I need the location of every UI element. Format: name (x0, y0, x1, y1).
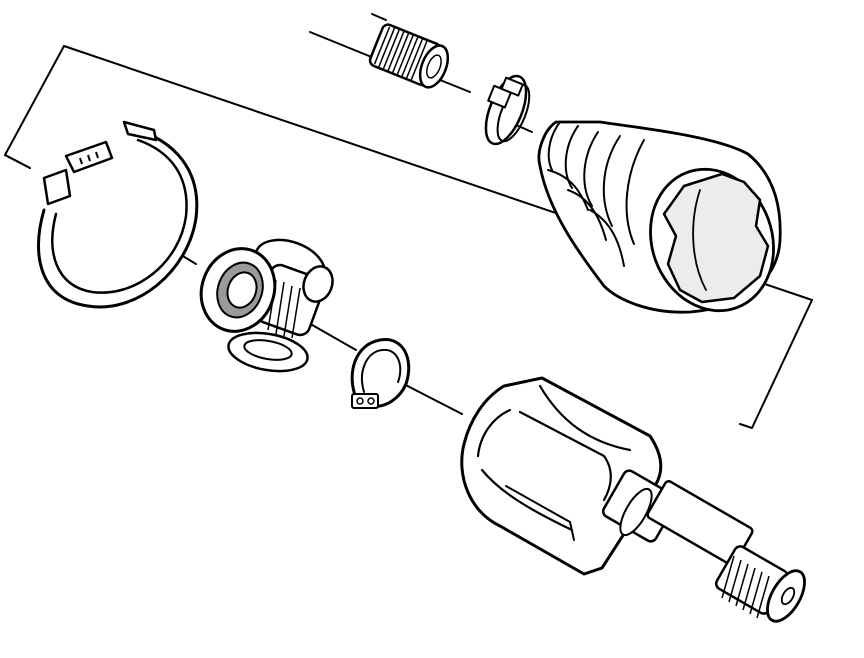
housing-icon (460, 376, 806, 623)
bellows-boot-icon (537, 120, 782, 314)
assembly-bracket (4, 45, 813, 429)
tripod-icon (199, 238, 334, 373)
band-clamp-icon (37, 120, 199, 309)
circlip-icon (350, 338, 411, 409)
shaft-icon (368, 23, 450, 89)
clamp-icon (484, 74, 531, 146)
